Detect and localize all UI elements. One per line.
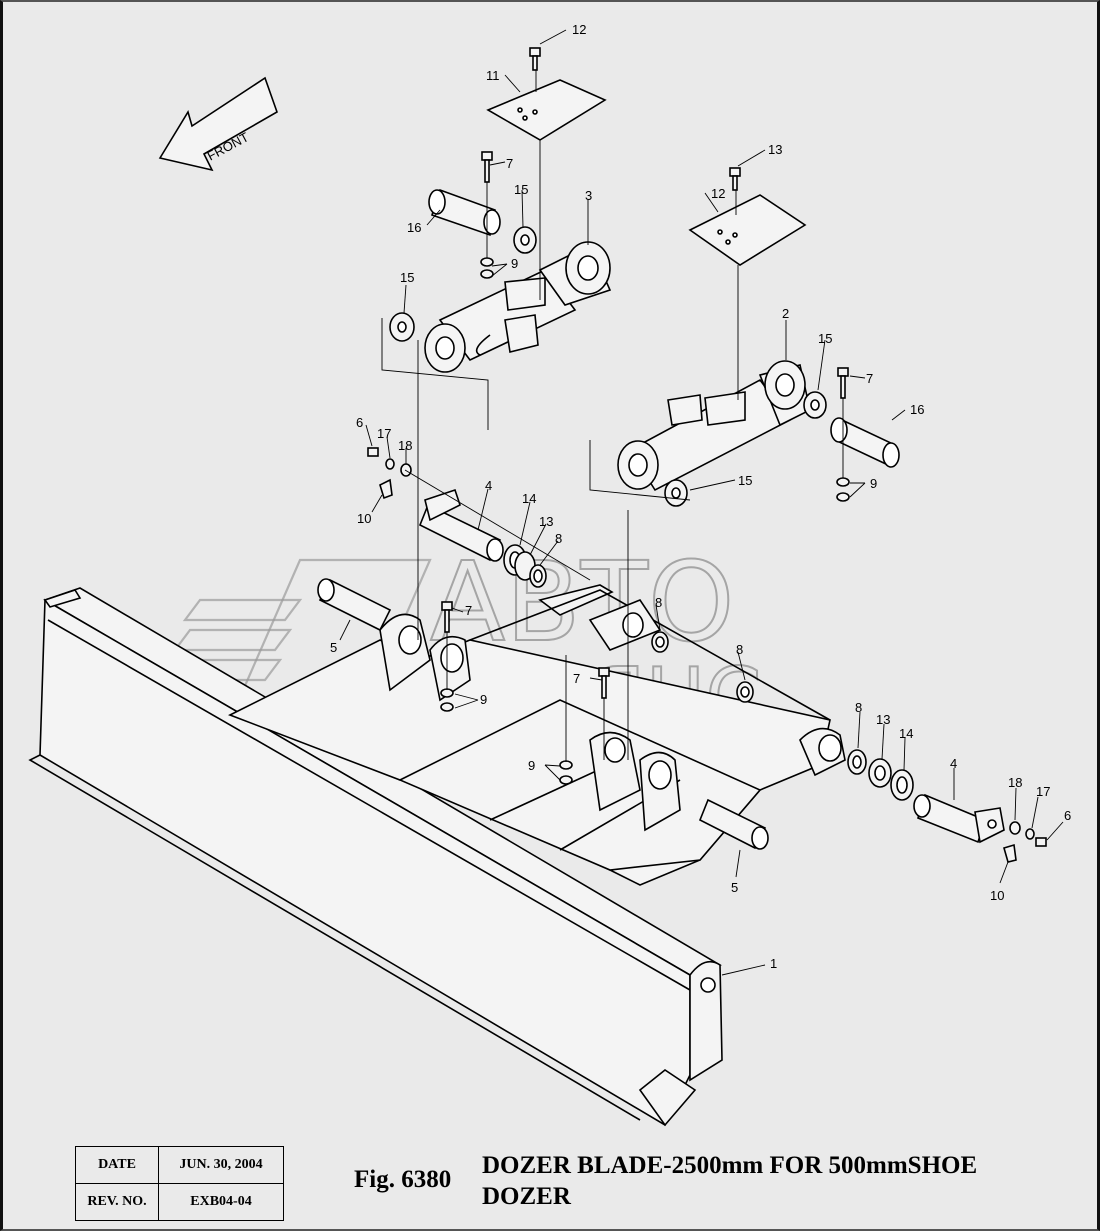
callout-3: 3 [585,188,592,203]
revision-label: REV. NO. [75,1183,159,1221]
title-block: DATE JUN. 30, 2004 REV. NO. EXB04-04 [75,1146,284,1221]
callout-4: 4 [950,756,957,771]
callout-9: 9 [480,692,487,707]
callout-7: 7 [573,671,580,686]
callout-10: 10 [990,888,1004,903]
callout-7: 7 [465,603,472,618]
washers-right [847,749,914,801]
callout-8: 8 [855,700,862,715]
pin-5-right [698,798,769,850]
pin-5-left [317,578,392,632]
callout-12: 13 [768,142,782,157]
callout-leaders [339,29,1064,976]
cover-11-right [688,194,807,266]
washers-middle [651,631,754,703]
callout-13: 13 [876,712,890,727]
callout-14: 14 [899,726,913,741]
dozer-blade [28,587,723,1127]
callout-numbers: 12 11 7 16 15 3 9 15 13 12 2 15 7 16 9 1… [330,22,1071,971]
callout-5: 5 [731,880,738,895]
callout-6: 6 [1064,808,1071,823]
callout-8: 8 [736,642,743,657]
cylinder-2-right [617,360,811,492]
callout-16: 16 [407,220,421,235]
pin-16-left [428,188,501,237]
callout-17: 17 [377,426,391,441]
callout-18: 18 [1008,775,1022,790]
bolt-set [441,47,849,699]
callout-9: 9 [528,758,535,773]
washer-15-set [389,226,827,507]
pin-4-right [913,793,1005,844]
callout-15: 15 [818,331,832,346]
figure-number: Fig. 6380 [354,1166,452,1193]
cylinder-3-left [424,241,612,373]
callout-13: 13 [539,514,553,529]
pin-16-right [830,417,900,468]
callout-7: 7 [866,371,873,386]
callout-15: 15 [738,473,752,488]
callout-6: 6 [356,415,363,430]
callout-5: 5 [330,640,337,655]
front-direction-arrow: FRONT [158,76,278,172]
callout-9: 9 [511,256,518,271]
cover-11-left [486,79,607,141]
callout-14: 14 [522,491,536,506]
push-frame [228,584,846,886]
figure-title-line-2: DOZER [482,1183,571,1210]
assembly-lines [381,70,844,762]
callout-17: 17 [1036,784,1050,799]
callout-15: 15 [514,182,528,197]
callout-10: 10 [357,511,371,526]
revision-value: EXB04-04 [158,1183,284,1221]
callout-11: 11 [486,68,500,83]
callout-12: 12 [572,22,586,37]
callout-7: 7 [506,156,513,171]
figure-title: DOZER BLADE-2500mm FOR 500mmSHOE DOZER [482,1150,1082,1212]
callout-15: 15 [400,270,414,285]
callout-2: 2 [782,306,789,321]
date-label: DATE [75,1146,159,1184]
washers-left [503,544,547,588]
pin-4-left [418,488,504,562]
figure-title-line-1: DOZER BLADE-2500mm FOR 500mmSHOE [482,1152,978,1179]
callout-16: 16 [910,402,924,417]
callout-8: 8 [555,531,562,546]
callout-4: 4 [485,478,492,493]
callout-18: 18 [398,438,412,453]
small-hardware [367,447,1047,863]
callout-1: 1 [770,956,777,971]
callout-8: 8 [655,595,662,610]
callout-11: 12 [711,186,725,201]
callout-9: 9 [870,476,877,491]
date-value: JUN. 30, 2004 [158,1146,284,1184]
